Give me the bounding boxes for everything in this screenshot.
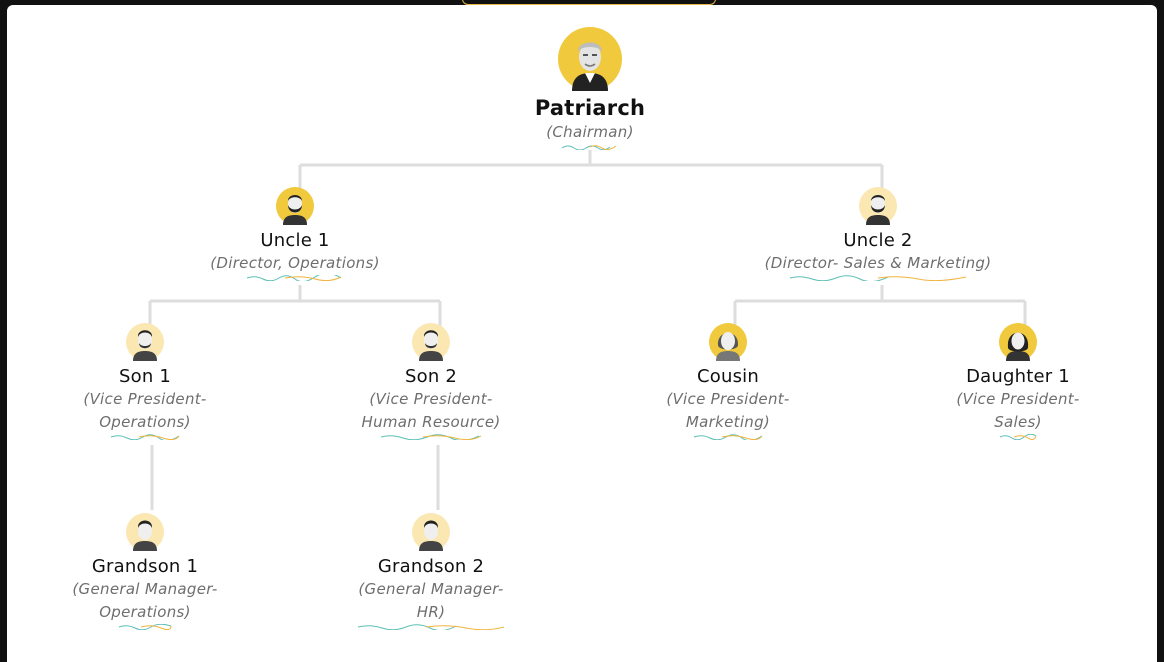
node-son-2: Son 2 (Vice President-Human Resource)	[311, 323, 551, 440]
node-name: Son 2	[404, 366, 458, 387]
node-role: (General Manager-HR)	[358, 580, 504, 621]
node-name: Daughter 1	[966, 366, 1070, 387]
node-name: Grandson 2	[377, 556, 485, 577]
node-patriarch: Patriarch (Chairman)	[470, 27, 710, 150]
node-uncle-1: Uncle 1 (Director, Operations)	[175, 187, 415, 281]
node-role: (Vice President-Marketing)	[666, 390, 790, 431]
node-name: Grandson 1	[91, 556, 199, 577]
node-daughter-1: Daughter 1 (Vice President-Sales)	[898, 323, 1138, 440]
org-chart-canvas	[7, 5, 1157, 662]
squiggle-underline	[110, 434, 180, 440]
squiggle-underline	[693, 434, 763, 440]
node-son-1: Son 1 (Vice President-Operations)	[25, 323, 265, 440]
node-name: Uncle 1	[260, 230, 330, 251]
man-avatar-icon	[126, 323, 164, 361]
node-role: (General Manager-Operations)	[72, 580, 218, 621]
node-grandson-2: Grandson 2 (General Manager-HR)	[311, 513, 551, 630]
node-name: Son 1	[118, 366, 172, 387]
node-role: (Vice President-Operations)	[83, 390, 207, 431]
node-role: (Vice President-Sales)	[956, 390, 1080, 431]
squiggle-underline	[561, 145, 617, 150]
node-role: (Director, Operations)	[210, 254, 380, 272]
connector-uncle2-children	[733, 285, 1027, 327]
woman-avatar-icon	[999, 323, 1037, 361]
connector-level1-drops	[298, 165, 884, 191]
bearded-man-avatar-icon	[276, 187, 314, 225]
squiggle-underline	[246, 275, 342, 281]
node-role: (Vice President-Human Resource)	[361, 390, 501, 431]
squiggle-underline	[999, 434, 1037, 440]
connector-grandsons	[150, 445, 440, 510]
node-uncle-2: Uncle 2 (Director- Sales & Marketing)	[758, 187, 998, 281]
node-name: Uncle 2	[843, 230, 913, 251]
node-role: (Chairman)	[546, 123, 634, 141]
node-grandson-1: Grandson 1 (General Manager-Operations)	[25, 513, 265, 630]
top-tab-decoration	[462, 0, 716, 5]
squiggle-underline	[789, 275, 967, 281]
connector-lines	[148, 150, 1027, 510]
squiggle-underline	[118, 624, 172, 630]
node-role: (Director- Sales & Marketing)	[764, 254, 992, 272]
node-cousin: Cousin (Vice President-Marketing)	[608, 323, 848, 440]
old-man-avatar-icon	[558, 27, 622, 91]
node-name: Patriarch	[534, 96, 646, 120]
squiggle-underline	[357, 624, 505, 630]
man-avatar-icon	[412, 323, 450, 361]
squiggle-underline	[380, 434, 482, 440]
node-name: Cousin	[697, 366, 759, 387]
young-man-avatar-icon	[126, 513, 164, 551]
bearded-man-avatar-icon	[859, 187, 897, 225]
connector-uncle1-children	[148, 285, 442, 327]
woman-avatar-icon	[709, 323, 747, 361]
young-man-avatar-icon	[412, 513, 450, 551]
